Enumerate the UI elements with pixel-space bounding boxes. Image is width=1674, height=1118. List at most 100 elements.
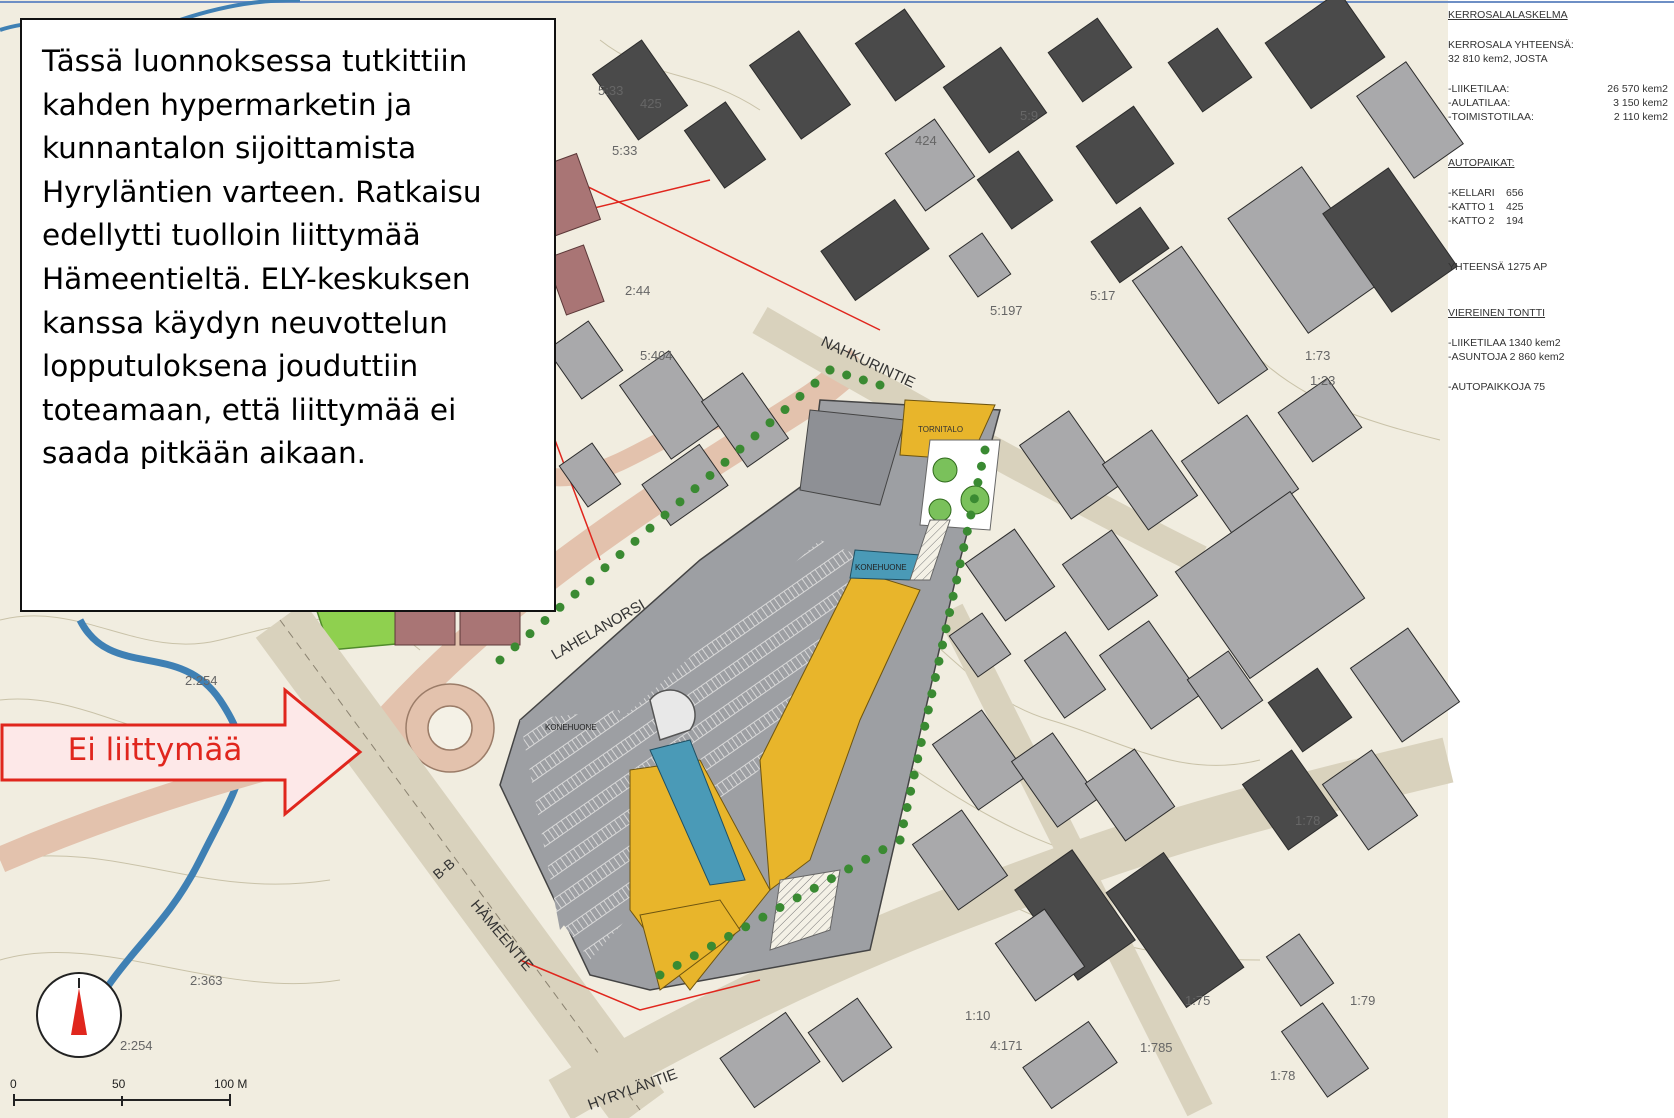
building xyxy=(1131,245,1269,405)
building xyxy=(820,198,930,302)
building xyxy=(1241,749,1339,851)
plot-label: 4:171 xyxy=(990,1038,1023,1053)
building xyxy=(807,997,893,1083)
tree xyxy=(510,642,520,652)
tree xyxy=(976,461,986,471)
plot-label: 5:404 xyxy=(640,348,673,363)
tree xyxy=(585,576,595,586)
tree xyxy=(825,365,835,375)
tree xyxy=(655,970,665,980)
building xyxy=(1105,851,1245,1009)
plot-label: 2:44 xyxy=(625,283,650,298)
building xyxy=(1267,667,1353,753)
parking-value: 425 xyxy=(1506,201,1524,213)
tree xyxy=(765,418,775,428)
tree xyxy=(930,673,940,682)
building xyxy=(964,528,1056,622)
plot-label: 1:78 xyxy=(1295,813,1320,828)
tree xyxy=(826,874,836,884)
building xyxy=(976,150,1054,230)
building xyxy=(546,320,624,400)
tree xyxy=(555,602,565,612)
building xyxy=(683,101,767,189)
neighbor-line: -ASUNTOJA 2 860 kem2 xyxy=(1448,351,1565,363)
tree xyxy=(792,893,802,903)
tree xyxy=(902,803,912,812)
tree xyxy=(741,922,751,932)
plot-label: 1:785 xyxy=(1140,1040,1173,1055)
plot-label: 424 xyxy=(915,133,937,148)
parking-title: AUTOPAIKAT: xyxy=(1448,157,1515,169)
plot-label: 1:73 xyxy=(1305,348,1330,363)
scale-bar: 0 50 100 M xyxy=(10,1077,247,1106)
building xyxy=(1186,650,1264,730)
tree xyxy=(899,819,909,829)
plot-label: 1:79 xyxy=(1350,993,1375,1008)
tree xyxy=(955,559,965,569)
tree xyxy=(980,445,990,455)
tree xyxy=(570,589,580,599)
tree xyxy=(645,523,655,533)
konehuone-label-1: KONEHUONE xyxy=(855,563,907,572)
tree xyxy=(959,543,969,552)
tree xyxy=(934,656,944,666)
tree xyxy=(780,405,790,415)
scale-tick-0: 0 xyxy=(10,1077,17,1091)
parking-total: YHTEENSÄ 1275 AP xyxy=(1448,261,1548,273)
tree xyxy=(660,510,670,520)
area-value: 3 150 kem2 xyxy=(1613,97,1668,109)
area-value: 26 570 kem2 xyxy=(1607,83,1668,95)
floor-area-panel: KERROSALALASKELMA KERROSALA YHTEENSÄ: 32… xyxy=(1448,8,1672,394)
tree xyxy=(875,380,885,390)
building xyxy=(884,118,976,212)
tree xyxy=(878,845,888,855)
tree xyxy=(735,444,745,454)
neighbor-parking: -AUTOPAIKKOJA 75 xyxy=(1448,381,1546,393)
tree xyxy=(720,457,730,467)
tree xyxy=(913,754,923,764)
building xyxy=(1321,749,1419,851)
building xyxy=(1174,490,1366,680)
plot-label: 5:33 xyxy=(612,143,637,158)
tree xyxy=(630,536,640,546)
tree xyxy=(844,864,854,874)
building xyxy=(1277,377,1363,463)
building xyxy=(1265,933,1335,1007)
building xyxy=(1061,529,1159,631)
building xyxy=(854,8,946,102)
area-row: -AULATILAA:3 150 kem2 xyxy=(1448,96,1672,110)
north-arrow-icon xyxy=(36,972,122,1058)
tree xyxy=(525,629,535,639)
tree xyxy=(966,510,976,520)
tree-rows xyxy=(495,365,990,980)
tree xyxy=(809,883,819,893)
plot-label: 2:254 xyxy=(120,1038,153,1053)
building xyxy=(641,443,729,527)
tree xyxy=(927,689,937,699)
scale-tick-100: 100 M xyxy=(214,1077,247,1091)
tree xyxy=(842,370,852,380)
tree xyxy=(705,470,715,480)
tree xyxy=(895,835,905,845)
panel-total-line2: 32 810 kem2, JOSTA xyxy=(1448,53,1548,65)
building xyxy=(1280,1002,1370,1098)
plot-label: 1:75 xyxy=(1185,993,1210,1008)
building xyxy=(618,350,722,460)
plot-number-labels: 5:335:334245:92:445:1975:4045:171:231:73… xyxy=(120,83,1375,1083)
tree xyxy=(795,391,805,401)
tree xyxy=(495,655,505,665)
plot-label: 2:363 xyxy=(190,973,223,988)
building xyxy=(1018,410,1122,520)
building xyxy=(1356,61,1464,179)
callout-text: Tässä luonnoksessa tutkittiin kahden hyp… xyxy=(42,44,482,471)
plot-label: 1:78 xyxy=(1270,1068,1295,1083)
tree xyxy=(948,591,958,601)
tree xyxy=(706,941,716,951)
scale-tick-50: 50 xyxy=(112,1077,126,1091)
parking-label: -KATTO 1 xyxy=(1448,201,1495,213)
tree xyxy=(810,378,820,388)
building xyxy=(931,709,1029,811)
building xyxy=(942,46,1048,154)
tree xyxy=(923,705,933,715)
